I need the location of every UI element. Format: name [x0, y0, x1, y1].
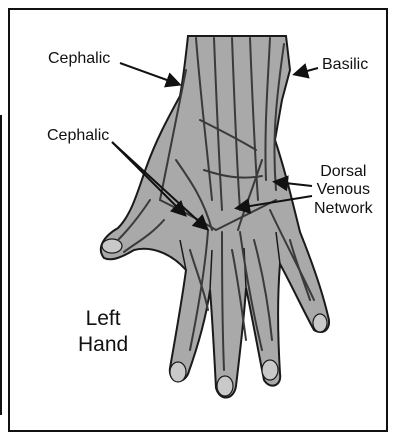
- label-dorsal-line2: Venous: [314, 181, 373, 199]
- label-cephalic-top: Cephalic: [48, 50, 110, 68]
- arrow-basilic: [296, 68, 318, 74]
- pinky-nail: [313, 314, 327, 332]
- index-nail: [170, 362, 186, 382]
- label-left-hand: Left Hand: [78, 306, 128, 359]
- hand-silhouette: [101, 36, 329, 398]
- arrow-cephalic-top: [120, 63, 178, 84]
- label-hand-line1: Left: [78, 306, 128, 332]
- label-dorsal-line1: Dorsal: [314, 163, 373, 181]
- label-dorsal-venous-network: Dorsal Venous Network: [314, 163, 373, 218]
- label-basilic: Basilic: [322, 56, 368, 74]
- thumb-nail: [102, 239, 122, 253]
- label-cephalic-mid: Cephalic: [47, 127, 109, 145]
- label-hand-line2: Hand: [78, 332, 128, 358]
- label-dorsal-line3: Network: [314, 200, 373, 218]
- ring-nail: [262, 360, 278, 380]
- middle-nail: [217, 376, 233, 396]
